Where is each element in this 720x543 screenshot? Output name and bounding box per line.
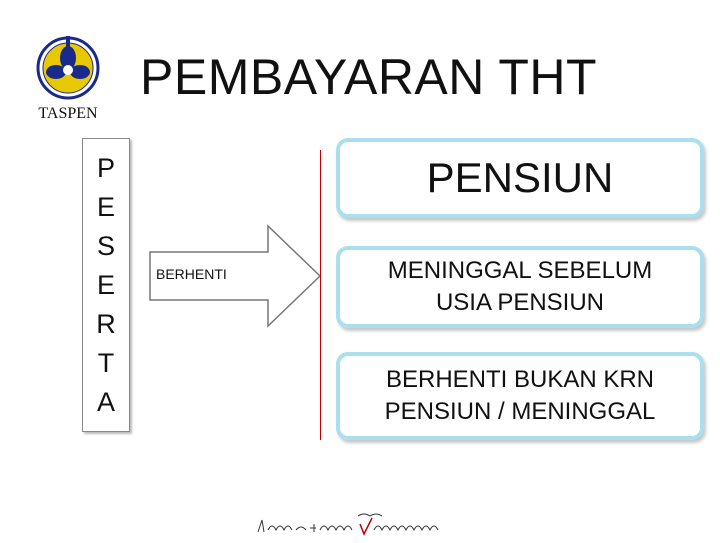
pensiun-box: PENSIUN <box>336 138 704 218</box>
divider-line <box>320 150 321 440</box>
peserta-letter: E <box>96 269 115 300</box>
taspen-logo-icon: TASPEN <box>36 36 100 122</box>
page-title: PEMBAYARAN THT <box>140 49 598 105</box>
peserta-letter: A <box>96 386 115 417</box>
meninggal-box: MENINGGAL SEBELUM USIA PENSIUN <box>336 246 704 328</box>
logo-text: TASPEN <box>38 105 98 122</box>
arrow-label: BERHENTI <box>156 266 227 282</box>
peserta-letter: P <box>96 152 115 183</box>
berhenti-bukan-box: BERHENTI BUKAN KRN PENSIUN / MENINGGAL <box>336 352 704 440</box>
right-arrow-icon <box>149 224 322 328</box>
berhenti-arrow: BERHENTI <box>148 222 328 330</box>
peserta-letter: T <box>97 347 115 378</box>
peserta-box: P E S E R T A <box>82 138 130 432</box>
taspen-logo: TASPEN <box>18 28 118 128</box>
footer-slogan <box>254 510 464 538</box>
slogan-signature <box>257 513 439 536</box>
peserta-letter: R <box>96 308 116 339</box>
peserta-letter: E <box>96 191 115 222</box>
peserta-letter: S <box>96 230 115 261</box>
